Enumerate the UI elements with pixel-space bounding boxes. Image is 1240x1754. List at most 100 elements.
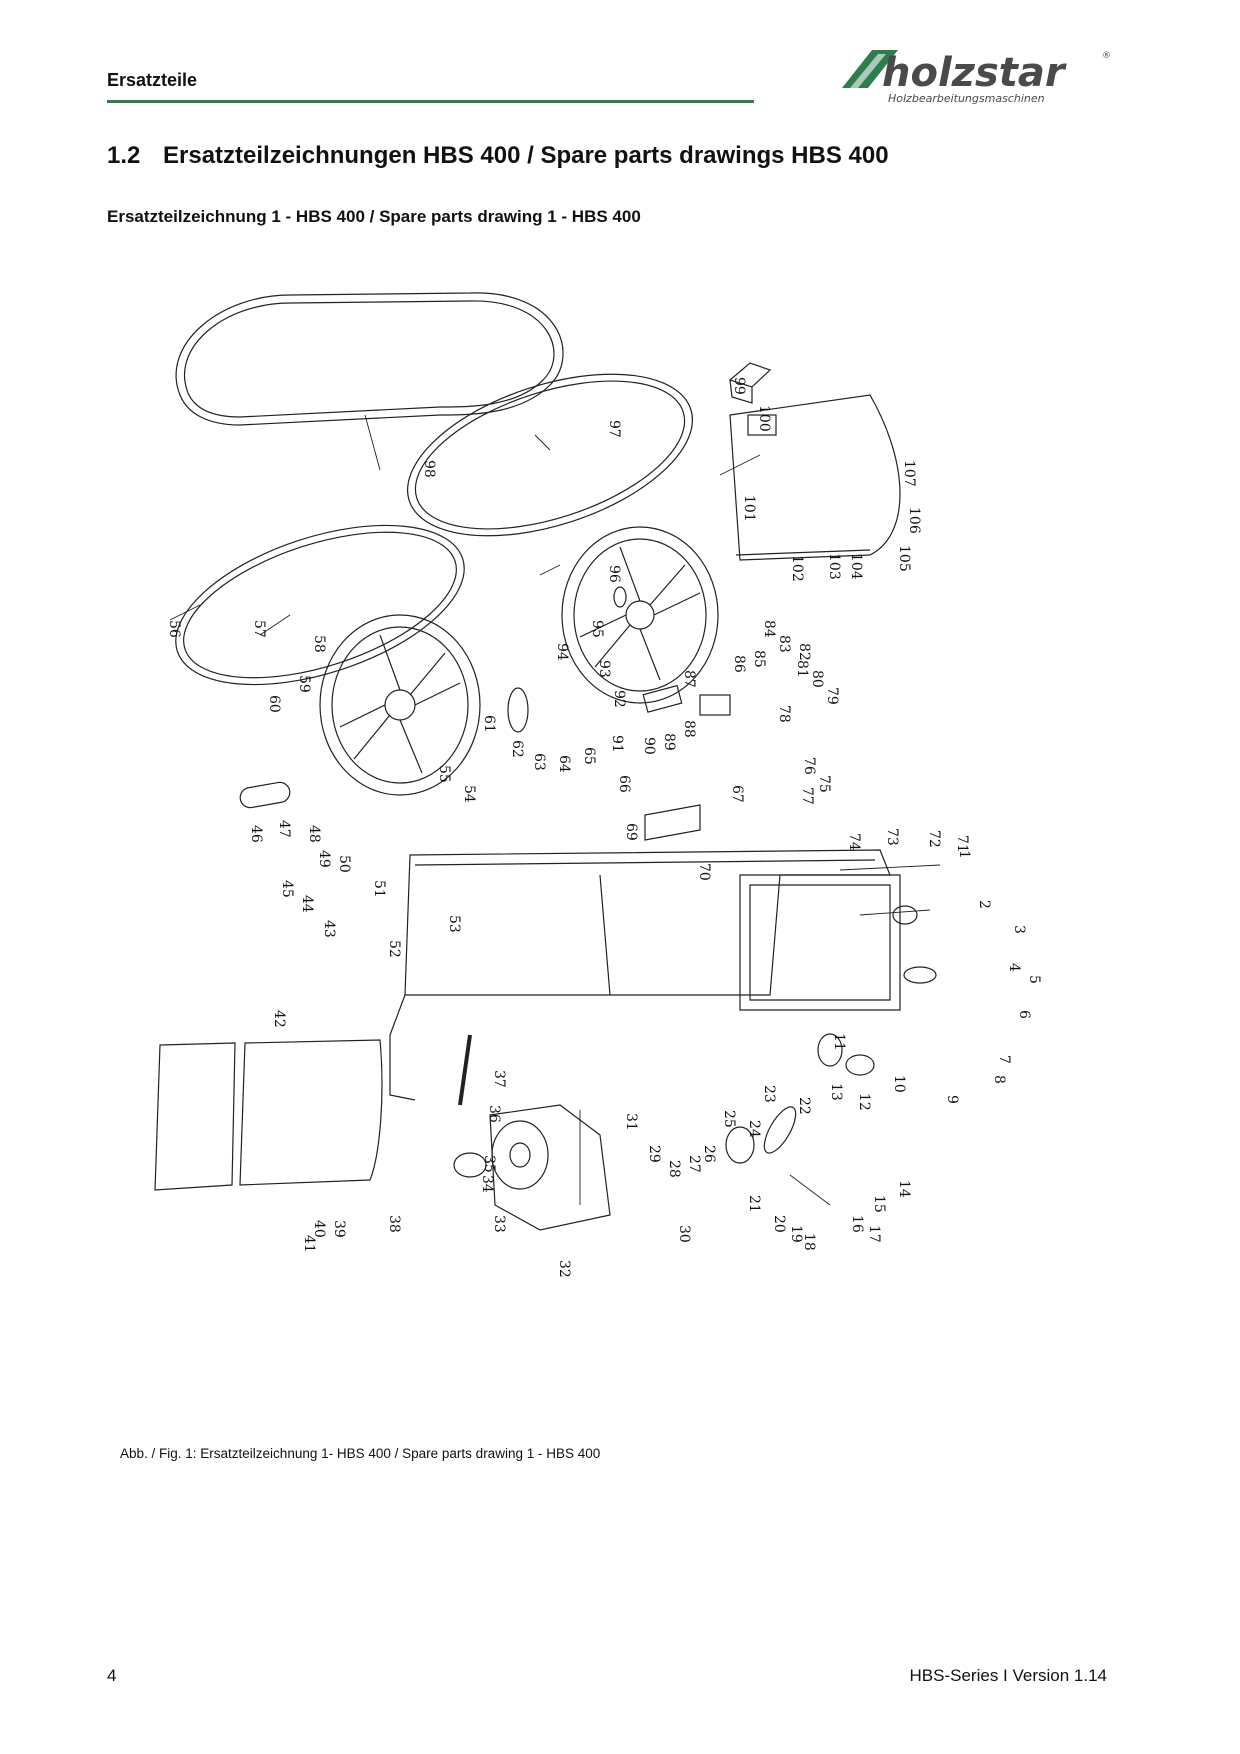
part-label-75: 75 xyxy=(816,775,832,793)
part-label-40: 40 xyxy=(311,1220,327,1238)
part-label-107: 107 xyxy=(901,460,917,487)
section-heading: 1.2 Ersatzteilzeichnungen HBS 400 / Spare… xyxy=(107,142,889,170)
part-label-76: 76 xyxy=(801,757,817,775)
part-label-90: 90 xyxy=(641,737,657,755)
logo-tagline: Holzbearbeitungsmaschinen xyxy=(888,92,1045,105)
part-label-103: 103 xyxy=(826,553,842,580)
part-label-69: 69 xyxy=(623,823,639,841)
part-label-38: 38 xyxy=(386,1215,402,1233)
part-label-17: 17 xyxy=(866,1225,882,1243)
part-label-37: 37 xyxy=(491,1070,507,1088)
part-label-101: 101 xyxy=(741,495,757,522)
part-label-26: 26 xyxy=(701,1145,717,1163)
part-label-5: 5 xyxy=(1026,975,1042,984)
part-label-61: 61 xyxy=(481,715,497,733)
part-label-99: 99 xyxy=(731,377,747,395)
part-label-98: 98 xyxy=(421,460,437,478)
part-label-34: 34 xyxy=(479,1175,495,1193)
part-label-4: 4 xyxy=(1006,963,1022,972)
part-label-100: 100 xyxy=(756,405,772,432)
part-label-84: 84 xyxy=(761,620,777,638)
part-label-93: 93 xyxy=(596,660,612,678)
part-label-14: 14 xyxy=(896,1180,912,1198)
part-label-104: 104 xyxy=(848,553,864,580)
document-version: HBS-Series I Version 1.14 xyxy=(909,1666,1107,1685)
part-label-55: 55 xyxy=(436,765,452,783)
part-label-67: 67 xyxy=(729,785,745,803)
part-label-96: 96 xyxy=(606,565,622,583)
part-label-20: 20 xyxy=(771,1215,787,1233)
part-label-62: 62 xyxy=(509,740,525,758)
part-label-32: 32 xyxy=(556,1260,572,1278)
part-label-29: 29 xyxy=(646,1145,662,1163)
part-label-81: 81 xyxy=(794,660,810,678)
part-label-6: 6 xyxy=(1016,1010,1032,1019)
leader-lines xyxy=(169,414,941,1206)
part-label-46: 46 xyxy=(248,825,264,843)
part-label-52: 52 xyxy=(386,940,402,958)
part-label-44: 44 xyxy=(299,895,315,913)
part-label-10: 10 xyxy=(891,1075,907,1093)
part-label-31: 31 xyxy=(623,1113,639,1131)
part-label-3: 3 xyxy=(1011,925,1027,934)
part-label-15: 15 xyxy=(871,1195,887,1213)
page-number: 4 xyxy=(107,1666,117,1685)
part-label-43: 43 xyxy=(321,920,337,938)
part-label-106: 106 xyxy=(906,507,922,534)
section-title: Ersatzteilzeichnungen HBS 400 / Spare pa… xyxy=(163,142,889,169)
part-label-16: 16 xyxy=(849,1215,865,1233)
part-label-22: 22 xyxy=(796,1097,812,1115)
part-label-30: 30 xyxy=(676,1225,692,1243)
part-label-71: 71 xyxy=(954,835,970,853)
part-label-24: 24 xyxy=(746,1120,762,1138)
part-label-47: 47 xyxy=(276,820,292,838)
part-label-72: 72 xyxy=(926,830,942,848)
part-label-77: 77 xyxy=(799,787,815,805)
part-label-80: 80 xyxy=(809,670,825,688)
part-label-21: 21 xyxy=(746,1195,762,1213)
part-label-102: 102 xyxy=(789,555,805,582)
part-label-2: 2 xyxy=(976,900,992,909)
part-label-33: 33 xyxy=(491,1215,507,1233)
holzstar-logo: holzstar ® Holzbearbeitungsmaschinen xyxy=(842,50,1111,105)
part-label-39: 39 xyxy=(331,1220,347,1238)
part-label-60: 60 xyxy=(266,695,282,713)
part-label-41: 41 xyxy=(301,1235,317,1253)
part-label-92: 92 xyxy=(611,690,627,708)
part-label-95: 95 xyxy=(589,620,605,638)
part-label-36: 36 xyxy=(486,1105,502,1123)
part-label-23: 23 xyxy=(761,1085,777,1103)
logo-registered: ® xyxy=(1102,51,1111,61)
part-label-12: 12 xyxy=(856,1093,872,1111)
part-label-73: 73 xyxy=(884,828,900,846)
part-label-54: 54 xyxy=(461,785,477,803)
part-label-105: 105 xyxy=(896,545,912,572)
part-label-83: 83 xyxy=(776,635,792,653)
part-label-82: 82 xyxy=(796,643,812,661)
part-label-85: 85 xyxy=(751,650,767,668)
part-label-64: 64 xyxy=(556,755,572,773)
part-label-74: 74 xyxy=(846,833,862,851)
logo-wordmark: holzstar xyxy=(882,50,1067,96)
part-label-50: 50 xyxy=(336,855,352,873)
part-label-49: 49 xyxy=(316,850,332,868)
header-rule xyxy=(107,100,754,103)
part-label-9: 9 xyxy=(944,1095,960,1104)
part-label-35: 35 xyxy=(481,1155,497,1173)
part-label-18: 18 xyxy=(801,1233,817,1251)
part-label-58: 58 xyxy=(311,635,327,653)
part-label-94: 94 xyxy=(554,643,570,661)
header-title: Ersatzteile xyxy=(107,70,198,90)
part-label-88: 88 xyxy=(681,720,697,738)
drawing-title: Ersatzteilzeichnung 1 - HBS 400 / Spare … xyxy=(107,207,641,226)
part-label-70: 70 xyxy=(696,863,712,881)
part-label-13: 13 xyxy=(828,1083,844,1101)
part-label-28: 28 xyxy=(666,1160,682,1178)
part-label-89: 89 xyxy=(661,733,677,751)
part-label-91: 91 xyxy=(609,735,625,753)
part-label-56: 56 xyxy=(166,620,182,638)
part-label-59: 59 xyxy=(296,675,312,693)
section-number: 1.2 xyxy=(107,142,141,169)
part-label-57: 57 xyxy=(251,620,267,638)
part-label-87: 87 xyxy=(681,670,697,688)
